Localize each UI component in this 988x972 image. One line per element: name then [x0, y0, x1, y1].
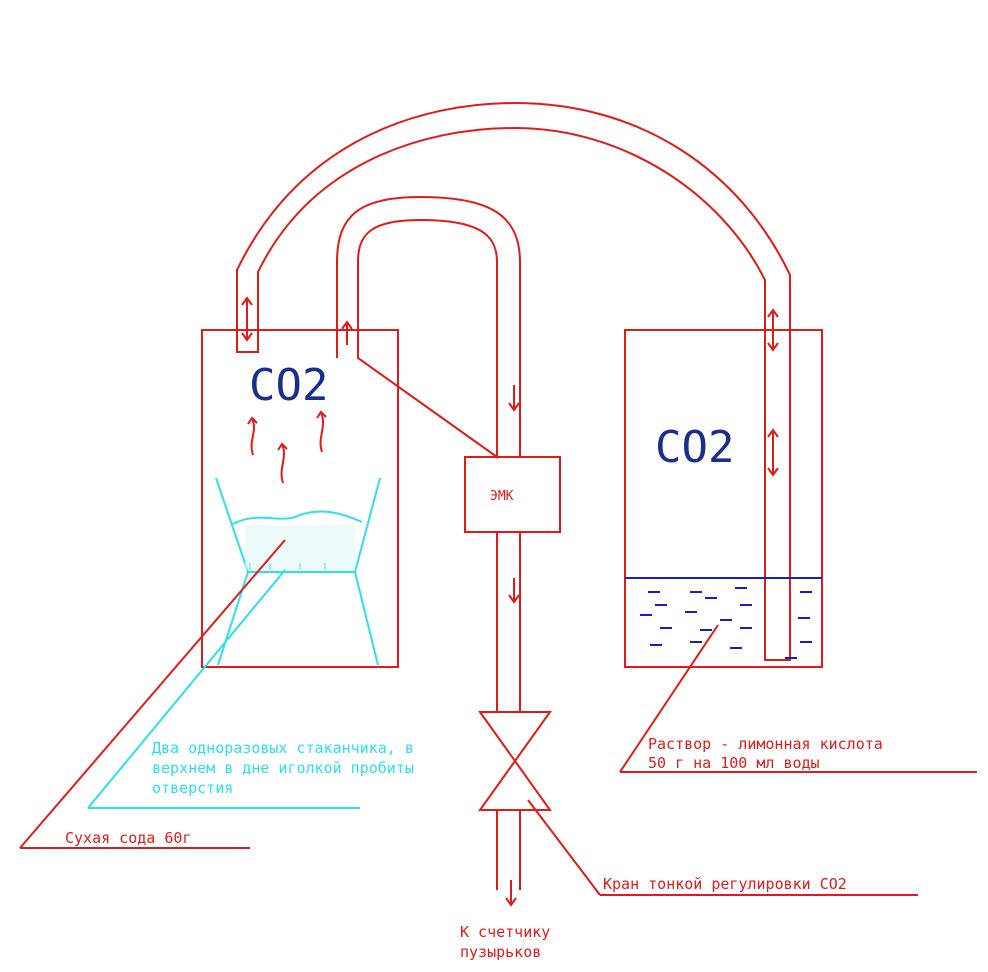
soda-powder [245, 525, 355, 570]
outlet-label-line1: К счетчику [460, 923, 550, 941]
flow-arrows [241, 296, 779, 907]
valve-icon [478, 711, 552, 811]
emk-box [464, 456, 561, 533]
outlet-label-line2: пузырьков [460, 943, 541, 961]
valve-label: Кран тонкой регулировки CO2 [603, 875, 847, 893]
outlet-tube [336, 195, 521, 890]
leader-lines [19, 539, 977, 896]
disposable-cups [215, 477, 381, 666]
cups-label-line3: отверстия [152, 779, 233, 797]
cups-label-line2: верхнем в дне иголкой пробиты [152, 759, 414, 777]
cups-label-line1: Два одноразовых стаканчика, в [152, 739, 414, 757]
right-vessel [624, 329, 823, 668]
left-vessel [201, 329, 399, 668]
right-co2-label: CO2 [655, 422, 734, 473]
solution-label-line2: 50 г на 100 мл воды [648, 754, 820, 772]
big-arch-tube [236, 101, 791, 661]
citric-acid-solution [625, 577, 822, 659]
solution-label-line1: Раствор - лимонная кислота [648, 735, 883, 753]
soda-label: Сухая сода 60г [65, 829, 191, 847]
left-co2-label: CO2 [249, 360, 328, 411]
emk-label: ЭМК [490, 489, 514, 504]
